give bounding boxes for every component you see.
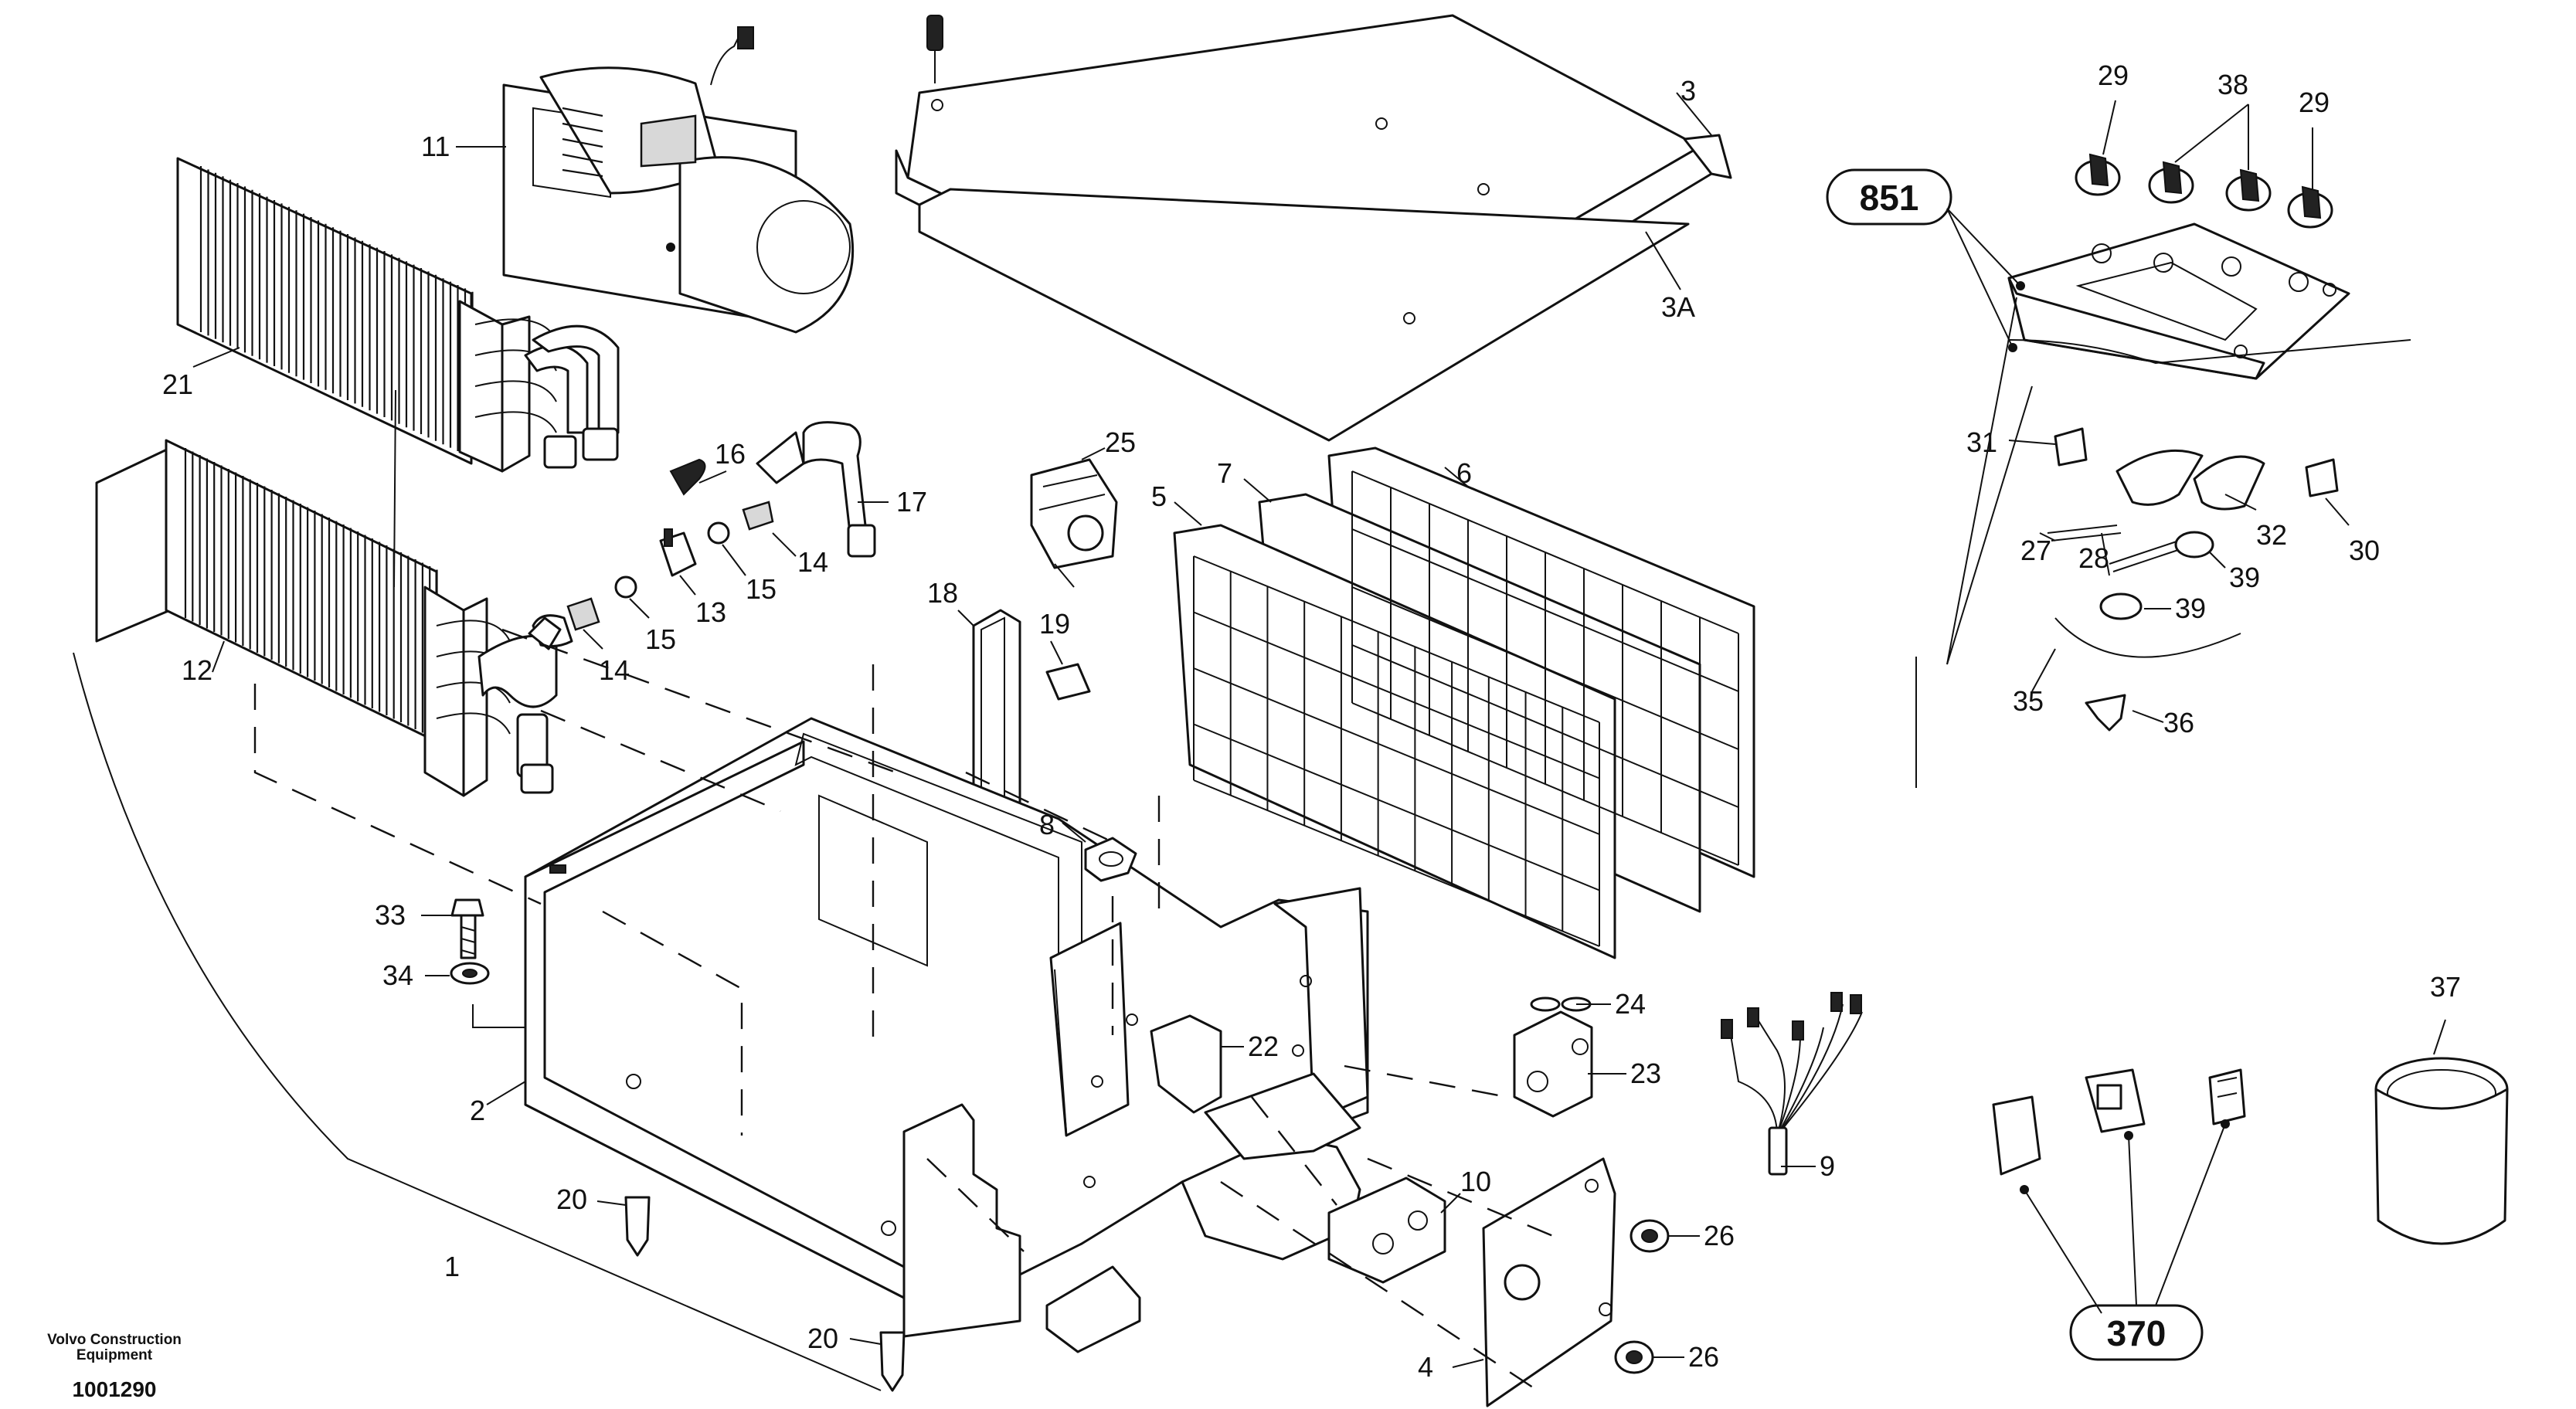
brand-line-1: Volvo Construction: [47, 1332, 182, 1348]
callout-32: 32: [2256, 519, 2287, 551]
callout-36: 36: [2163, 707, 2194, 738]
callout-10: 10: [1460, 1166, 1491, 1197]
small-parts-center: [1084, 837, 1593, 1284]
callout-23: 23: [1630, 1058, 1661, 1089]
callout-37: 37: [2430, 971, 2461, 1003]
callout-16: 16: [715, 438, 746, 470]
connectors-370: [1992, 1068, 2246, 1176]
fasteners-left: [450, 898, 906, 1392]
callout-13: 13: [695, 596, 726, 628]
callout-29a: 29: [2098, 59, 2129, 91]
assembly-lines: [253, 389, 1554, 1392]
heater-core-upper: [176, 157, 620, 473]
top-cover-part: [895, 14, 1732, 442]
heater-core-lower: [95, 439, 573, 797]
blower-fan-part: [502, 26, 855, 334]
group-label-851: 851: [1826, 168, 2025, 352]
callout-31: 31: [1966, 426, 1997, 458]
fittings-group: [528, 421, 876, 650]
callout-6: 6: [1456, 457, 1472, 489]
callout-2: 2: [470, 1095, 485, 1126]
callout-3a: 3A: [1661, 291, 1695, 323]
callout-26b: 26: [1688, 1341, 1719, 1373]
actuator-part: [1030, 458, 1118, 588]
callout-11: 11: [421, 131, 450, 162]
callout-21: 21: [162, 368, 193, 400]
callout-15a: 15: [746, 573, 777, 605]
callout-39a: 39: [2229, 562, 2260, 593]
callout-14b: 14: [599, 654, 630, 686]
document-number: 1001290: [72, 1377, 156, 1401]
tape-roll-part: [2374, 1057, 2509, 1245]
callout-8: 8: [1039, 809, 1055, 840]
group-label-370: 370: [2020, 1119, 2230, 1361]
filter-panels: [1173, 446, 1755, 959]
callout-29b: 29: [2299, 87, 2330, 118]
callout-5: 5: [1151, 480, 1167, 512]
callout-28: 28: [2078, 542, 2109, 574]
callout-7: 7: [1217, 457, 1232, 489]
callout-39b: 39: [2175, 592, 2206, 624]
callout-22: 22: [1248, 1030, 1279, 1062]
callout-3: 3: [1681, 75, 1696, 107]
wiring-harness-part: [1721, 992, 1863, 1176]
brand-line-2: Equipment: [76, 1347, 153, 1363]
svg-text:370: 370: [2107, 1313, 2166, 1353]
callout-4: 4: [1418, 1351, 1433, 1383]
callout-14a: 14: [797, 546, 828, 578]
svg-text:851: 851: [1860, 178, 1919, 218]
callout-24: 24: [1615, 988, 1646, 1020]
publisher-mark: Volvo Construction Equipment 1001290: [47, 1332, 182, 1401]
callout-17: 17: [896, 486, 927, 518]
callout-34: 34: [382, 959, 413, 991]
main-housing-part: [524, 717, 1369, 1353]
leader-lines: [73, 297, 2033, 1391]
callout-27: 27: [2020, 535, 2051, 566]
callout-25: 25: [1105, 426, 1136, 458]
callout-18: 18: [927, 577, 958, 609]
callout-26a: 26: [1704, 1220, 1735, 1251]
callout-38: 38: [2217, 69, 2248, 100]
callout-30: 30: [2349, 535, 2380, 566]
callout-20a: 20: [556, 1183, 587, 1215]
callout-1: 1: [444, 1251, 460, 1282]
callout-33: 33: [375, 899, 406, 931]
callout-19: 19: [1039, 608, 1070, 640]
knobs-row: [2075, 153, 2333, 229]
callout-12: 12: [182, 654, 212, 686]
callout-35: 35: [2013, 685, 2044, 717]
callout-20b: 20: [807, 1322, 838, 1354]
callout-15b: 15: [645, 623, 676, 655]
callout-labels: 3 3A 11 21 12 16 17 14 15 13 15 14 25 5 …: [162, 59, 2461, 1383]
control-panel-851: [2007, 153, 2411, 732]
side-plate-part: [1482, 1157, 1670, 1407]
callout-9: 9: [1820, 1150, 1835, 1182]
